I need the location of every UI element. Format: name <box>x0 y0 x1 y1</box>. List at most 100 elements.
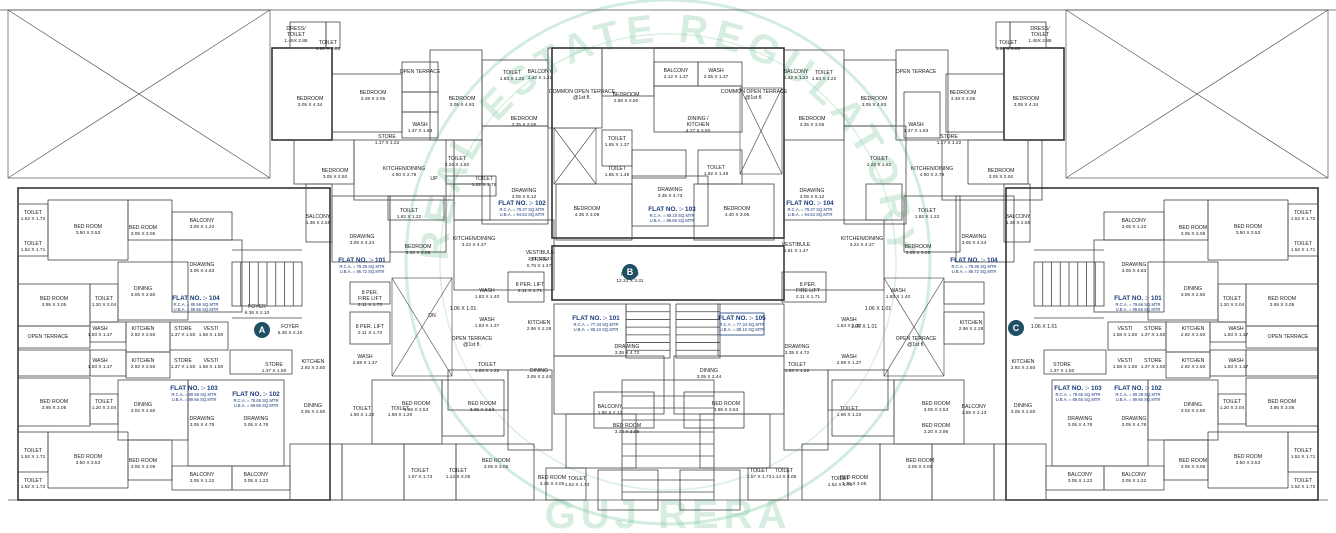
room-name: TOILET <box>287 32 306 38</box>
room-dimension: 1.22 X 1.78 <box>472 182 497 188</box>
room-name: TOILET <box>24 478 43 484</box>
room-dimension: 3.05 X 4.24 <box>962 240 987 246</box>
room-name: TOILET <box>1223 399 1242 405</box>
room-name: BED ROOM <box>482 458 510 464</box>
room-dimension: 12.31 X 3.31 <box>616 278 644 284</box>
room-name: UP <box>430 176 438 182</box>
room-name: BEDROOM <box>861 96 888 102</box>
room-dimension: 1.60 X 1.80 <box>316 46 341 52</box>
room-dimension: 1.83 X 1.37 <box>837 323 862 329</box>
room-name: BED ROOM <box>1179 225 1207 231</box>
room-dimension: 3.05 X 3.53 <box>470 407 495 413</box>
room-name: DINING <box>304 403 322 409</box>
room-dimension: 2.59 X 1.37 <box>353 360 378 366</box>
room-dimension: 3.35 X 4.73 <box>658 193 683 199</box>
flat-uba: U.B.A. = 89.66 SQ.MTR <box>1116 397 1161 402</box>
room-outline <box>1103 465 1165 491</box>
void-dts-left <box>391 277 453 377</box>
flat-rca: R.C.A. = 78.35 SQ.MTR <box>339 264 384 269</box>
room-dimension: 3.05 X 2.50 <box>1011 409 1036 415</box>
room-name: DN <box>428 313 436 319</box>
room-name: OPEN TERRACE <box>452 336 493 342</box>
room-dimension: 3.05 X 2.92 <box>323 174 348 180</box>
room-name: BEDROOM <box>905 244 932 250</box>
room-outline <box>1003 183 1031 243</box>
room-dimension: 1.85 X 2.13 <box>598 410 623 416</box>
room-dimension: 2.92 X 2.50 <box>131 364 156 370</box>
room-dimension: 3.35 X 3.05 <box>800 122 825 128</box>
room-dimension: 1.20 X 2.04 <box>1220 302 1245 308</box>
room-dimension: 3.05 X 3.05 <box>1181 464 1206 470</box>
room-name: BED ROOM <box>1268 399 1296 405</box>
room-label-mirror: 1.06 X 1.01 <box>865 306 892 312</box>
room-dimension: 3.95 X 3.05 <box>1270 302 1295 308</box>
room-dimension: 1.92 X 1.48 <box>704 171 729 177</box>
room-name: DINING <box>1014 403 1032 409</box>
room-name: TOILET <box>815 70 834 76</box>
room-outline <box>781 271 827 303</box>
room-label-mirror: 1.06 X 1.01 <box>851 324 878 330</box>
room-name: TOILET <box>95 296 114 302</box>
room-name: BEDROOM <box>360 90 387 96</box>
room-dimension: 1.85 X 1.48 <box>605 172 630 178</box>
room-dimension: 2.11 X 1.73 <box>358 302 383 308</box>
room-name: TOILET <box>918 208 937 214</box>
room-name: DINING <box>700 368 718 374</box>
room-dimension: 3.35 X 4.72 <box>785 350 810 356</box>
room-name: BED ROOM <box>922 401 950 407</box>
room-name: BALCONY <box>1006 214 1031 220</box>
room-outline <box>693 183 775 241</box>
room-name: TOILET <box>1223 296 1242 302</box>
room-name: BED ROOM <box>40 399 68 405</box>
room-dimension: 1.83 X 1.37 <box>1224 332 1249 338</box>
room-name: VESTI <box>204 326 219 332</box>
room-dimension: 1.36 X 2.55 <box>306 220 331 226</box>
room-dimension: 3.05 X 4.34 <box>1014 102 1039 108</box>
room-name: KITCHEN <box>1182 358 1205 364</box>
room-dimension: 3.50 X 3.53 <box>1236 230 1261 236</box>
room-name: KITCHEN/DINING <box>453 236 495 242</box>
room-name: KITCHEN <box>132 326 155 332</box>
room-name: DINING <box>134 402 152 408</box>
room-dimension: 2.22 X 1.82 <box>867 162 892 168</box>
room-outline <box>349 311 391 345</box>
room-name: KITCHEN <box>302 359 325 365</box>
room-outline <box>325 21 341 49</box>
wing-badge-a: A <box>254 322 270 338</box>
room-dimension: 1.58 X 1.50 <box>1113 332 1138 338</box>
room-dimension: 3.05 X 3.53 <box>924 407 949 413</box>
room-outline <box>895 49 949 141</box>
room-name: TOILET <box>449 468 468 474</box>
room-dimension: 3.05 X 3.05 <box>131 231 156 237</box>
